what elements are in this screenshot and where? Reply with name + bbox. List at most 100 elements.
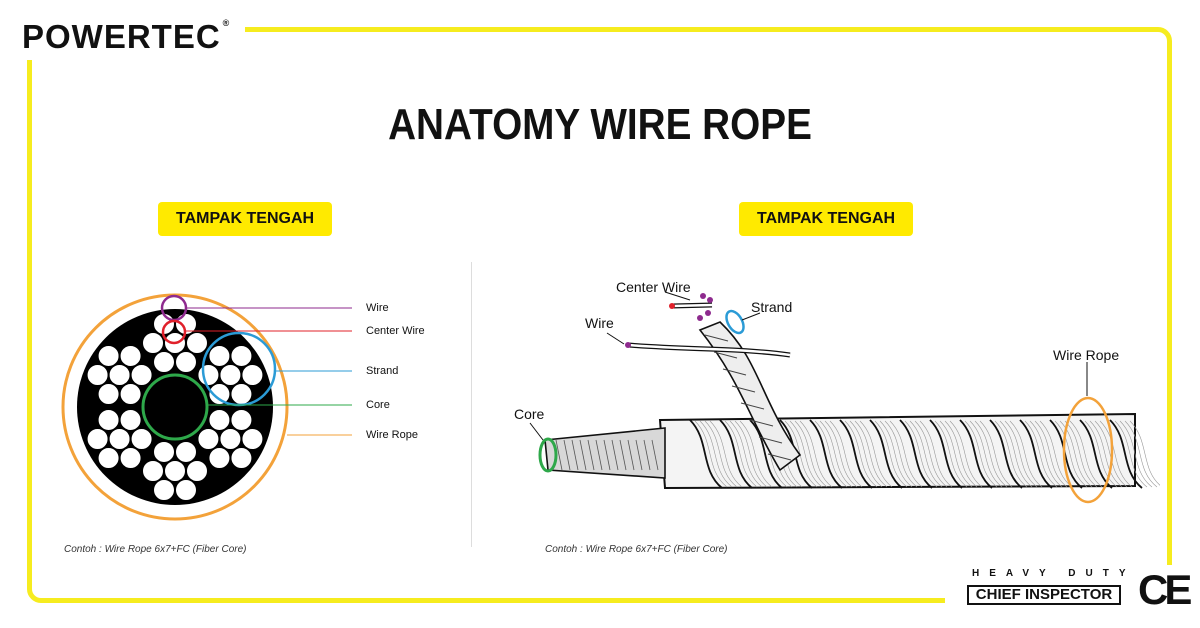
fiber-texture (579, 439, 587, 471)
center-wire-3d (671, 303, 713, 308)
core-highlight-3d (538, 437, 558, 473)
strand-wire (152, 478, 176, 503)
rope-texture-line (944, 420, 978, 488)
fiber-texture (619, 439, 627, 471)
rope-texture-line (859, 420, 893, 488)
strand-wire (207, 446, 232, 471)
rope-texture-line (1129, 420, 1160, 486)
rope-texture-line (724, 420, 758, 488)
yellow-frame (27, 27, 1172, 603)
rope-twist-line (989, 419, 1023, 489)
rope-texture-line (694, 420, 728, 488)
strand-wire (207, 407, 232, 432)
label-strand-3d: Strand (751, 299, 793, 315)
rope-texture-line (1099, 420, 1133, 488)
strand-wire (185, 331, 209, 355)
center-wire-highlight (161, 319, 187, 345)
strand-texture (731, 385, 756, 393)
rope-texture-line (1054, 420, 1088, 488)
fiber-core (544, 427, 666, 479)
strand-wire (96, 382, 121, 407)
strand-texture (713, 351, 738, 359)
rope-texture-line (1039, 420, 1073, 488)
fiber-texture (595, 439, 603, 471)
rope-texture-line (999, 420, 1033, 488)
strand-wire (240, 427, 265, 451)
label-wire-rope-3d: Wire Rope (1053, 347, 1120, 363)
strand-wire (85, 363, 110, 387)
rope-texture-line (789, 420, 823, 488)
rope-texture-line (1034, 420, 1068, 488)
page-title: ANATOMY WIRE ROPE (388, 100, 812, 149)
rope-texture-line (1024, 420, 1058, 488)
rope-twist-line (869, 419, 903, 489)
rope-texture-line (1009, 420, 1043, 488)
strand-wire (96, 446, 121, 471)
right-badge: TAMPAK TENGAH (739, 202, 914, 236)
wire-rope-highlight-3d (1062, 396, 1114, 504)
strand-wire (174, 478, 198, 503)
rope-twist-line (809, 419, 843, 489)
strand-wire (85, 427, 110, 451)
strand-wire (96, 343, 121, 368)
strand-texture (722, 368, 747, 376)
cross-section-diagram (61, 293, 352, 521)
strand-texture (749, 419, 774, 427)
strand-texture (740, 402, 765, 410)
fiber-texture (555, 439, 563, 471)
core-highlight (141, 373, 209, 441)
strand-wire (141, 331, 165, 355)
strand-wire (229, 446, 254, 471)
rope-texture-line (849, 420, 883, 488)
fiber-texture (611, 439, 619, 471)
leader-arrow (664, 291, 691, 301)
strand-highlight-3d (725, 309, 745, 335)
rope-texture-line (829, 420, 863, 488)
rope-texture-line (979, 420, 1013, 488)
strand-wire-tip (705, 310, 711, 316)
right-caption: Contoh : Wire Rope 6x7+FC (Fiber Core) (545, 544, 728, 555)
rope-texture-line (874, 420, 908, 488)
rope-texture-line (794, 420, 828, 488)
rope-texture-line (1069, 420, 1103, 488)
strand-wire-tip (700, 293, 706, 299)
powertec-logo: POWERTEC® (22, 18, 231, 55)
rope-texture-line (934, 420, 968, 488)
left-badge: TAMPAK TENGAH (158, 202, 333, 236)
rope-texture-line (739, 420, 773, 488)
strand-wire (185, 459, 209, 483)
left-caption: Contoh : Wire Rope 6x7+FC (Fiber Core) (64, 544, 247, 555)
strand-wire (174, 439, 198, 464)
strand-wire (118, 343, 143, 368)
wire-tip (625, 342, 631, 348)
fiber-texture (643, 439, 651, 471)
rope-texture-line (939, 420, 973, 488)
rope-texture-line (1124, 420, 1158, 488)
rope-texture-line (994, 420, 1028, 488)
rope-texture-line (974, 420, 1008, 488)
rope-twist-line (749, 419, 783, 489)
leader-arrow (741, 312, 761, 321)
rope-texture-line (1094, 420, 1128, 488)
rope-twist-line (719, 419, 753, 489)
strand-wire (207, 343, 232, 368)
label-wire-3d: Wire (585, 315, 614, 331)
rope-texture-line (969, 420, 1003, 488)
rope-twist-line (959, 419, 993, 489)
strand-wire (118, 382, 143, 407)
strand-wire (96, 407, 121, 432)
label-wire: Wire (366, 302, 389, 314)
rope-texture-line (964, 420, 998, 488)
rope-texture-line (709, 420, 743, 488)
strand-texture (758, 436, 783, 444)
rope-texture-line (1119, 420, 1153, 488)
rope-twist-line (929, 419, 963, 489)
rope-twist-line (1019, 419, 1053, 489)
rope-texture-line (819, 420, 853, 488)
rope-twist-line (1109, 419, 1143, 489)
strand-texture (704, 334, 729, 342)
strand-wire (129, 363, 154, 387)
strand-wire (152, 350, 176, 375)
rope-texture-line (919, 420, 953, 488)
rope-texture-line (889, 420, 923, 488)
